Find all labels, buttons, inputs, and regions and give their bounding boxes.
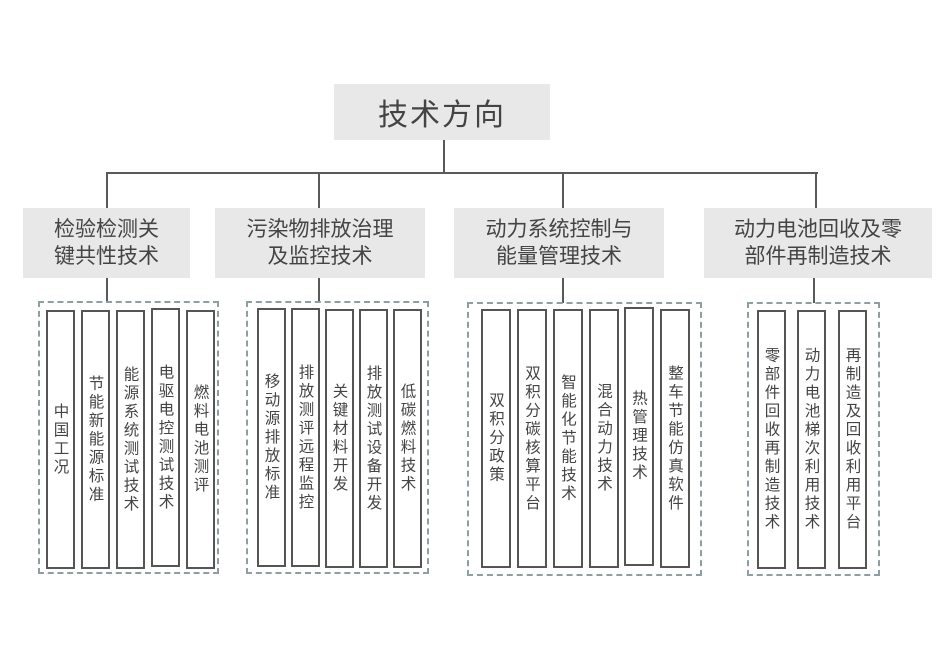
leaf-label: 关键材料开发 — [330, 383, 349, 494]
leaf-label: 混合动力技术 — [595, 383, 613, 494]
leaf-label: 电驱电控测试技术 — [156, 363, 175, 512]
leaf-group-3 — [467, 302, 702, 576]
branch-connector-2 — [318, 172, 320, 208]
leaf-node: 智能化节能技术 — [553, 309, 583, 568]
branch-label-line: 污染物排放治理 — [246, 217, 394, 241]
branch-node-4: 动力电池回收及零 部件再制造技术 — [704, 208, 932, 278]
leaf-node: 排放测评远程监控 — [291, 308, 320, 567]
branch-label-line: 动力系统控制与 — [485, 217, 633, 241]
leaf-node: 混合动力技术 — [589, 309, 619, 568]
root-node: 技术方向 — [334, 84, 550, 140]
leaf-node: 中国工况 — [46, 310, 75, 569]
leaf-label: 能源系统测试技术 — [121, 365, 140, 514]
group-connector-3 — [562, 278, 564, 303]
leaf-node: 热管理技术 — [624, 307, 654, 566]
leaf-node: 节能新能源标准 — [81, 310, 110, 569]
horizontal-connector — [106, 172, 818, 174]
root-connector — [443, 140, 445, 174]
leaf-label: 排放测评远程监控 — [296, 363, 315, 512]
group-connector-4 — [813, 278, 815, 303]
leaf-node: 再制造及回收利用平台 — [838, 310, 867, 569]
leaf-label: 双积分政策 — [487, 392, 505, 485]
branch-label-line: 动力电池回收及零 — [734, 217, 902, 241]
branch-label-line: 能量管理技术 — [496, 244, 622, 268]
leaf-label: 燃料电池测评 — [191, 384, 210, 495]
leaf-node: 双积分碳核算平台 — [517, 309, 547, 568]
leaf-node: 零部件回收再制造技术 — [757, 310, 786, 569]
leaf-node: 低碳燃料技术 — [393, 309, 422, 568]
leaf-label: 整车节能仿真软件 — [666, 364, 684, 513]
leaf-node: 移动源排放标准 — [257, 308, 286, 567]
leaf-label: 动力电池梯次利用技术 — [802, 347, 821, 532]
leaf-node: 燃料电池测评 — [186, 310, 215, 569]
leaf-label: 双积分碳核算平台 — [523, 364, 541, 513]
leaf-label: 移动源排放标准 — [262, 372, 281, 503]
leaf-node: 能源系统测试技术 — [116, 310, 145, 569]
branch-node-3: 动力系统控制与 能量管理技术 — [454, 208, 664, 278]
leaf-label: 再制造及回收利用平台 — [843, 347, 862, 532]
branch-node-2: 污染物排放治理 及监控技术 — [215, 208, 425, 278]
leaf-label: 智能化节能技术 — [559, 373, 577, 504]
branch-node-1: 检验检测关 键共性技术 — [23, 208, 190, 278]
leaf-node: 关键材料开发 — [325, 309, 354, 568]
group-connector-1 — [106, 278, 108, 302]
branch-label-line: 及监控技术 — [267, 244, 373, 268]
leaf-group-2 — [246, 301, 429, 574]
leaf-node: 整车节能仿真软件 — [660, 309, 690, 568]
leaf-group-1 — [38, 301, 219, 574]
group-connector-2 — [318, 278, 320, 302]
root-label: 技术方向 — [378, 98, 506, 133]
leaf-group-4 — [747, 302, 880, 576]
branch-connector-3 — [562, 172, 564, 208]
leaf-node: 排放测试设备开发 — [359, 309, 388, 568]
leaf-label: 零部件回收再制造技术 — [762, 347, 781, 532]
leaf-label: 排放测试设备开发 — [364, 364, 383, 513]
leaf-label: 热管理技术 — [630, 390, 648, 483]
branch-label-line: 部件再制造技术 — [744, 244, 892, 268]
leaf-node: 电驱电控测试技术 — [151, 308, 180, 567]
leaf-node: 双积分政策 — [481, 309, 511, 568]
branch-connector-1 — [106, 172, 108, 208]
leaf-label: 节能新能源标准 — [86, 374, 105, 505]
branch-label-line: 键共性技术 — [54, 244, 159, 268]
branch-label-line: 检验检测关 — [54, 217, 159, 241]
leaf-label: 低碳燃料技术 — [398, 383, 417, 494]
leaf-node: 动力电池梯次利用技术 — [797, 310, 826, 569]
leaf-label: 中国工况 — [51, 402, 70, 477]
branch-connector-4 — [815, 172, 817, 208]
